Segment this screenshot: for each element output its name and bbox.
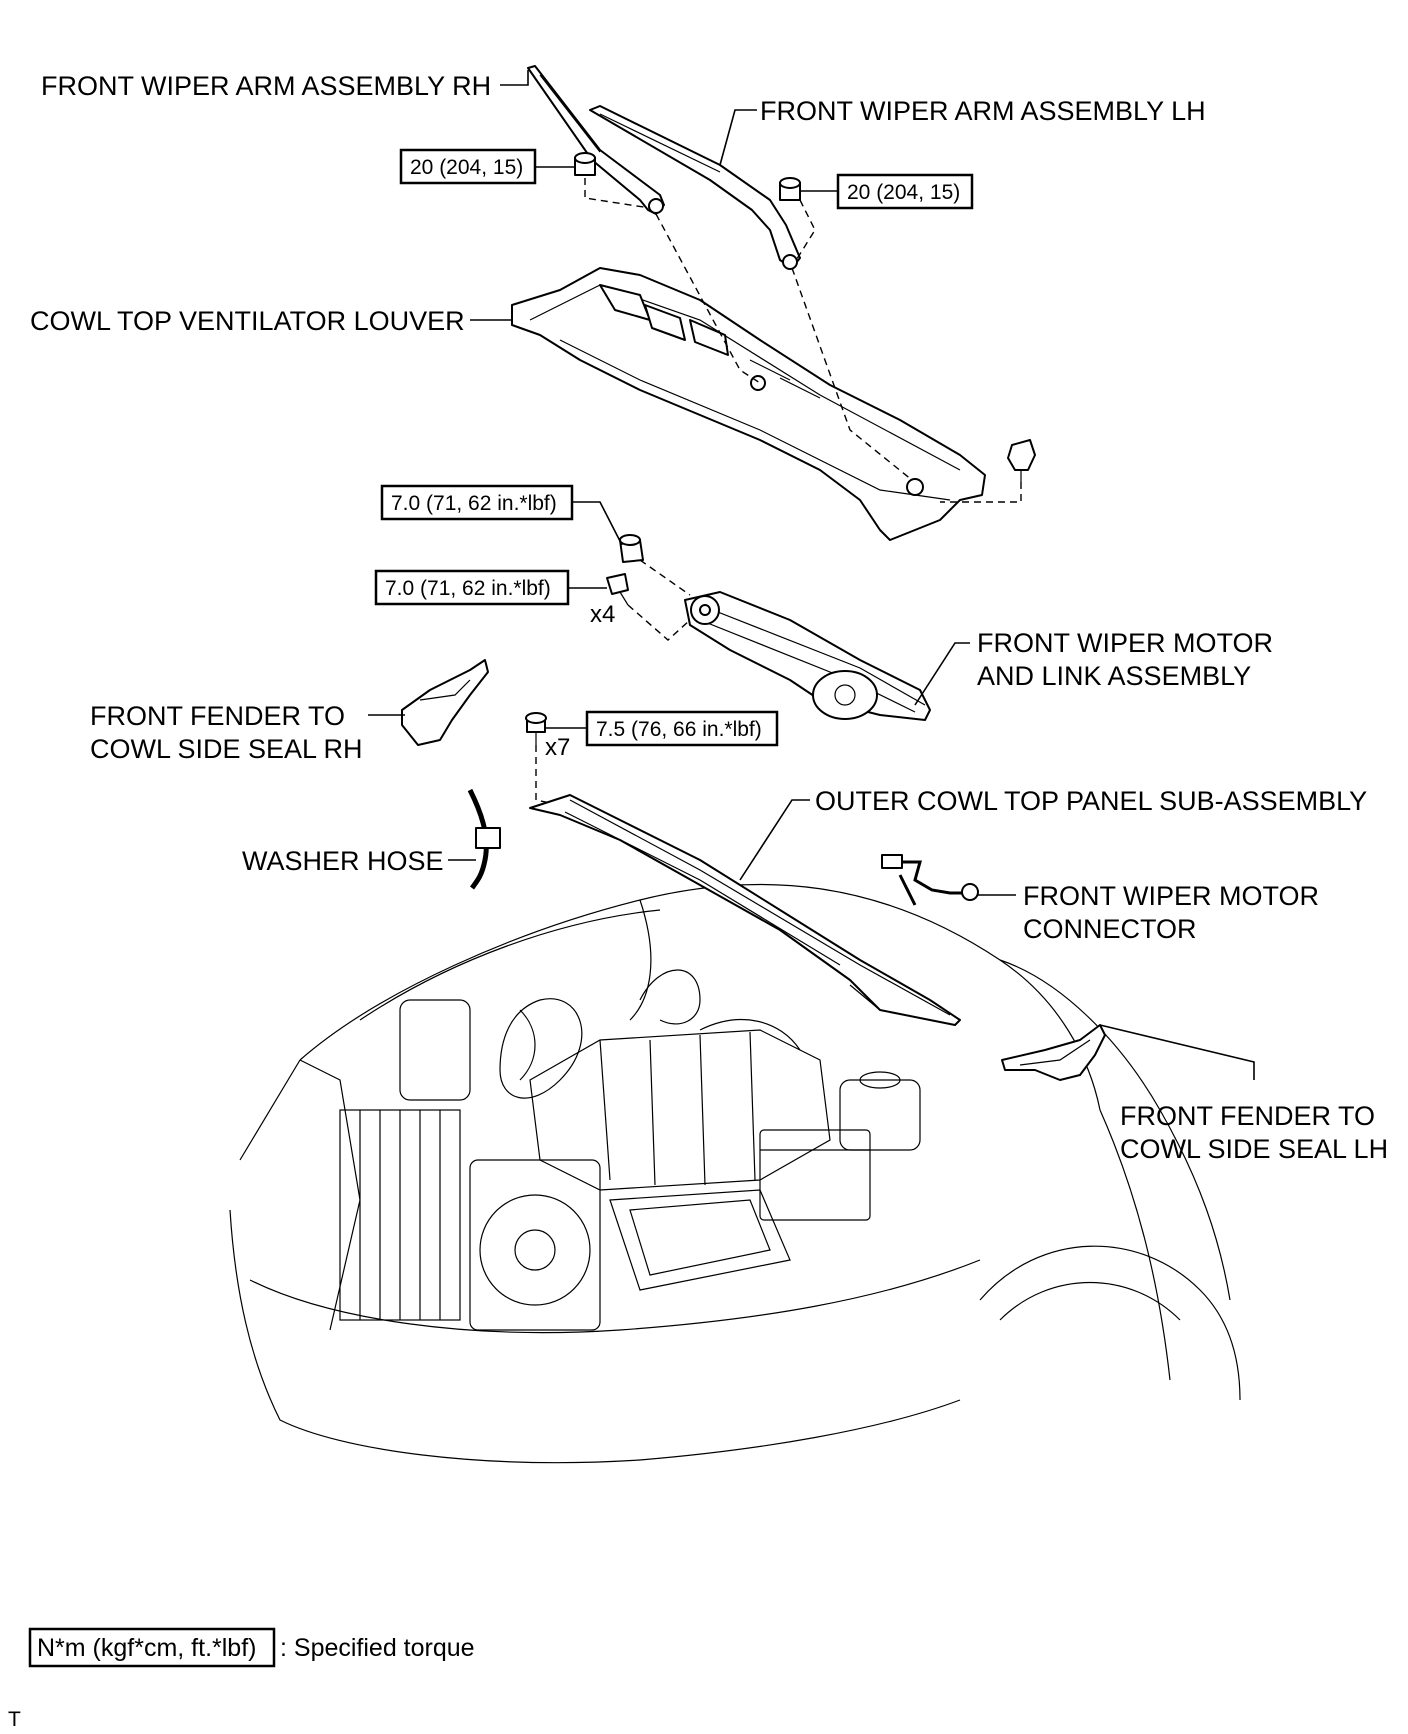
- label-seal-rh-line1: FRONT FENDER TO: [90, 701, 345, 731]
- label-connector-line1: FRONT WIPER MOTOR: [1023, 881, 1319, 911]
- legend-description: : Specified torque: [280, 1634, 475, 1662]
- vehicle-front-body: [229, 883, 1241, 1464]
- label-connector-line2: CONNECTOR: [1023, 914, 1197, 944]
- arm-nut-rh-part: [574, 152, 596, 176]
- torque-value-arm-rh: 20 (204, 15): [410, 156, 523, 179]
- front-fender-seal-lh-part: [1001, 1024, 1106, 1081]
- label-seal-rh-line2: COWL SIDE SEAL RH: [90, 734, 363, 764]
- leader-arm-lh: [719, 109, 757, 166]
- leader-motor: [914, 642, 970, 706]
- torque-box-panel-bolt: 7.5 (76, 66 in.*lbf): [585, 710, 779, 747]
- panel-bolt-part: [525, 712, 547, 745]
- outer-cowl-top-panel-part: [529, 794, 961, 1026]
- quantity-motor-bolt: x4: [590, 601, 615, 628]
- label-front-wiper-arm-lh: FRONT WIPER ARM ASSEMBLY LH: [760, 96, 1206, 126]
- front-wiper-motor-and-link-part: [684, 591, 931, 721]
- front-wiper-arm-rh-part: [527, 65, 665, 215]
- torque-box-arm-rh: 20 (204, 15): [399, 148, 537, 185]
- label-outer-cowl-top-panel: OUTER COWL TOP PANEL SUB-ASSEMBLY: [815, 786, 1367, 816]
- leader-arm-rh: [500, 70, 529, 86]
- torque-value-panel-bolt: 7.5 (76, 66 in.*lbf): [596, 718, 762, 741]
- corner-mark: T: [8, 1708, 21, 1731]
- motor-nut-part: [619, 534, 644, 563]
- torque-value-arm-lh: 20 (204, 15): [847, 181, 960, 204]
- leader-outer-panel: [739, 799, 810, 881]
- front-wiper-motor-connector-part: [881, 854, 979, 906]
- label-seal-lh-line2: COWL SIDE SEAL LH: [1120, 1134, 1388, 1164]
- label-washer-hose: WASHER HOSE: [242, 846, 444, 876]
- front-fender-seal-rh-part: [401, 659, 489, 746]
- torque-value-motor-nut: 7.0 (71, 62 in.*lbf): [391, 492, 557, 515]
- cowl-top-ventilator-louver-part: [511, 267, 986, 541]
- torque-legend: N*m (kgf*cm, ft.*lbf) : Specified torque: [28, 1627, 475, 1668]
- louver-clip-part: [1007, 439, 1036, 482]
- torque-box-arm-lh: 20 (204, 15): [836, 173, 974, 210]
- torque-box-motor-nut: 7.0 (71, 62 in.*lbf): [380, 484, 574, 521]
- label-front-wiper-motor-line1: FRONT WIPER MOTOR: [977, 628, 1273, 658]
- leader-seal-lh: [1099, 1024, 1255, 1080]
- washer-hose-part: [467, 788, 501, 890]
- label-front-wiper-motor-line2: AND LINK ASSEMBLY: [977, 661, 1251, 691]
- front-wiper-arm-lh-part: [589, 105, 801, 270]
- arm-nut-lh-part: [779, 177, 801, 201]
- label-front-wiper-arm-rh: FRONT WIPER ARM ASSEMBLY RH: [41, 71, 491, 101]
- label-seal-lh-line1: FRONT FENDER TO: [1120, 1101, 1375, 1131]
- leader-torque-motor-nut: [572, 501, 623, 546]
- torque-box-motor-bolt: 7.0 (71, 62 in.*lbf): [374, 569, 570, 606]
- quantity-panel-bolt: x7: [545, 734, 570, 761]
- motor-bolt-part: [606, 573, 629, 606]
- legend-unit: N*m (kgf*cm, ft.*lbf): [37, 1634, 256, 1662]
- label-cowl-top-ventilator-louver: COWL TOP VENTILATOR LOUVER: [30, 306, 465, 336]
- torque-value-motor-bolt: 7.0 (71, 62 in.*lbf): [385, 577, 551, 600]
